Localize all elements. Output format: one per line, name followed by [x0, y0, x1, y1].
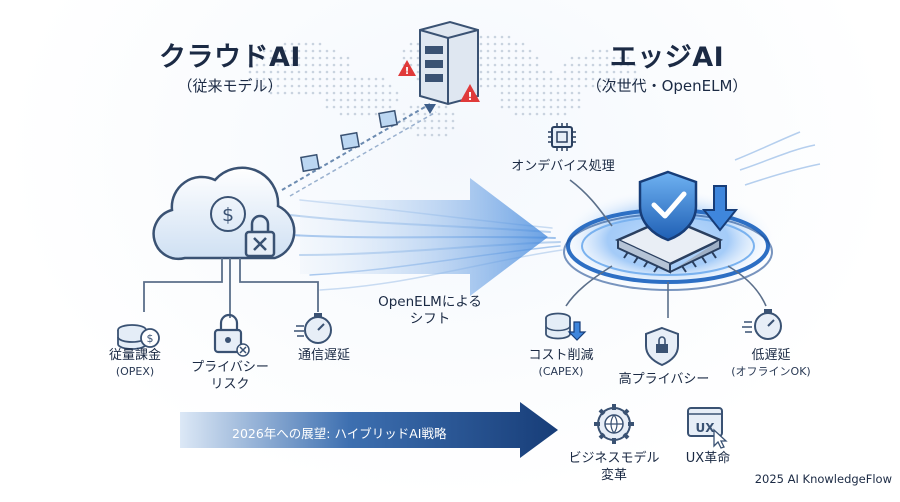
connector-line	[569, 179, 613, 227]
warning-icon: !	[398, 60, 416, 77]
edge-streaks	[734, 131, 821, 186]
svg-text:UX: UX	[696, 421, 716, 435]
strategy-banner-arrow	[180, 402, 558, 458]
coin-stack-icon: $	[117, 324, 160, 350]
cloud-item-label: 従量課金	[108, 348, 162, 363]
database-download-icon	[545, 312, 587, 341]
shield-check-icon	[638, 170, 698, 242]
stopwatch-icon	[294, 313, 332, 344]
edge-item-label: コスト削減	[528, 348, 594, 363]
svg-text:!: !	[405, 66, 410, 77]
stopwatch-icon	[742, 309, 782, 340]
outcome-label: UX革命	[685, 451, 731, 466]
edge-branch-lines	[565, 265, 767, 318]
shield-lock-icon	[645, 326, 679, 367]
svg-text:!: !	[467, 90, 472, 103]
server-rack-icon	[419, 20, 479, 106]
padlock-x-icon	[213, 313, 250, 357]
edge-item-label: 高プライバシー	[618, 372, 710, 387]
cloud-item-sub: (OPEX)	[115, 365, 155, 378]
cloud-branch-lines	[143, 258, 319, 318]
edge-item-label: 低遅延	[751, 348, 791, 363]
data-packets-arrow	[281, 103, 437, 197]
svg-text:$: $	[222, 204, 234, 226]
warning-icon: !	[460, 84, 480, 103]
shift-line-2: シフト	[409, 310, 451, 327]
shift-arrow	[300, 178, 548, 296]
shift-line-1: OpenELMによる	[378, 294, 482, 310]
footer-credit: 2025 AI KnowledgeFlow	[754, 472, 892, 486]
ux-window-icon: UX	[687, 407, 728, 449]
cloud-item-label: 通信遅延	[297, 348, 351, 363]
cloud-item-label-2: リスク	[210, 377, 250, 392]
microchip-icon	[548, 123, 576, 151]
cloud-title: クラウドAI	[159, 42, 301, 73]
outcome-label: ビジネスモデル	[568, 451, 660, 466]
strategy-banner-text: 2026年への展望: ハイブリッドAI戦略	[232, 426, 447, 441]
down-arrow-icon	[701, 185, 739, 232]
padlock-x-icon	[244, 214, 276, 258]
cloud-subtitle: （従来モデル）	[177, 77, 283, 95]
cloud-item-label: プライバシー	[191, 360, 269, 375]
gear-globe-icon	[594, 404, 634, 444]
edge-item-sub: (オフラインOK)	[731, 365, 811, 378]
edge-top-label: オンデバイス処理	[511, 159, 615, 174]
edge-title: エッジAI	[609, 42, 725, 73]
outcome-label-2: 変革	[600, 468, 628, 483]
shift-label: OpenELMによる シフト	[378, 294, 482, 328]
svg-text:$: $	[147, 332, 154, 345]
edge-item-sub: (CAPEX)	[538, 365, 584, 378]
edge-subtitle: （次世代・OpenELM）	[586, 77, 748, 95]
